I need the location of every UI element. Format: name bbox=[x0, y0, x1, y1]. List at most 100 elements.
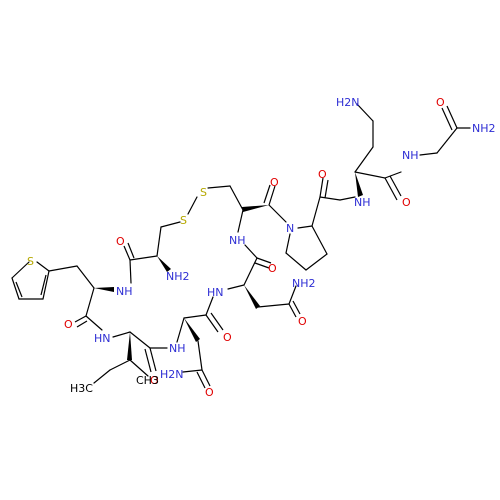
atom-label-nh: NH bbox=[169, 342, 186, 355]
bond bbox=[436, 127, 458, 154]
bond bbox=[156, 226, 162, 257]
bond bbox=[129, 259, 132, 284]
bond bbox=[297, 225, 313, 229]
bond bbox=[85, 315, 103, 331]
bond bbox=[319, 196, 341, 201]
bond bbox=[237, 209, 244, 233]
atom-label-o: O bbox=[116, 235, 125, 248]
bonds bbox=[11, 103, 471, 389]
bond bbox=[197, 340, 203, 371]
wedge-bond bbox=[157, 256, 171, 272]
atom-label-nh: NH bbox=[229, 234, 246, 247]
wedge-bond bbox=[127, 332, 132, 360]
wedge-bond bbox=[244, 285, 260, 309]
bond bbox=[76, 265, 95, 289]
bond bbox=[384, 177, 398, 201]
bond bbox=[356, 103, 374, 122]
bond bbox=[11, 277, 20, 300]
bond bbox=[354, 171, 386, 179]
bond bbox=[196, 371, 206, 389]
bond bbox=[243, 257, 258, 286]
atom-label-o: O bbox=[270, 176, 279, 189]
atom-label-nh2: H2N bbox=[336, 96, 360, 109]
bond bbox=[288, 285, 297, 305]
bond bbox=[187, 196, 198, 215]
atom-label-nh: NH bbox=[354, 196, 371, 209]
bond bbox=[268, 185, 276, 206]
bond bbox=[389, 175, 402, 197]
bond bbox=[48, 265, 78, 272]
bond bbox=[324, 179, 329, 199]
bond bbox=[256, 257, 272, 264]
bond bbox=[112, 331, 131, 338]
bond bbox=[76, 320, 88, 328]
bond bbox=[36, 261, 50, 272]
bond bbox=[127, 242, 135, 259]
atom-label-ch3: H3C bbox=[70, 382, 93, 395]
atom-label-o: O bbox=[223, 331, 232, 344]
bond bbox=[254, 262, 270, 269]
bond bbox=[93, 369, 111, 384]
bond bbox=[311, 196, 321, 227]
atom-label-o: O bbox=[436, 96, 445, 109]
bond bbox=[339, 196, 356, 201]
bond bbox=[109, 359, 131, 371]
bond bbox=[305, 253, 328, 271]
wedge-bond bbox=[242, 205, 269, 212]
atom-label-s: S bbox=[27, 255, 34, 268]
bond bbox=[244, 244, 258, 259]
bond bbox=[210, 312, 224, 331]
bond bbox=[205, 296, 214, 316]
wedge-bond bbox=[184, 318, 200, 342]
bond bbox=[288, 303, 297, 318]
atom-label-s: S bbox=[180, 214, 187, 227]
bond bbox=[441, 107, 453, 131]
bond bbox=[227, 284, 245, 290]
bond bbox=[15, 281, 23, 298]
bond bbox=[11, 261, 30, 279]
bond bbox=[149, 347, 157, 372]
atom-label-o: O bbox=[268, 262, 277, 275]
bond bbox=[182, 369, 203, 373]
bond bbox=[311, 225, 328, 255]
atom-labels: H2N NH2 O NH O NH O N O S S NH O NH2 O H… bbox=[27, 96, 496, 399]
bond bbox=[285, 252, 307, 271]
wedge-bond bbox=[355, 172, 363, 197]
bond bbox=[160, 221, 181, 228]
atom-label-s: S bbox=[200, 186, 207, 199]
bond bbox=[263, 184, 271, 204]
atom-label-nh2: NH2 bbox=[166, 270, 190, 283]
bond bbox=[129, 359, 149, 377]
bond bbox=[40, 274, 47, 296]
atom-label-o: O bbox=[402, 196, 411, 209]
bond bbox=[129, 255, 158, 261]
atom-label-n: N bbox=[286, 222, 294, 235]
bond bbox=[176, 317, 185, 343]
bond bbox=[384, 171, 402, 179]
wedge-bond bbox=[94, 287, 114, 292]
atom-label-nh: NH bbox=[116, 285, 133, 298]
atom-label-nh2: NH2 bbox=[292, 277, 316, 290]
atom-label-o: O bbox=[205, 386, 214, 399]
bond bbox=[268, 204, 287, 223]
bond bbox=[292, 300, 301, 315]
atom-label-o: O bbox=[318, 168, 327, 181]
bond bbox=[257, 303, 290, 308]
bond bbox=[85, 287, 95, 317]
bond bbox=[74, 315, 87, 323]
bond bbox=[207, 185, 231, 189]
bond bbox=[201, 369, 211, 387]
bond bbox=[446, 105, 458, 129]
atom-label-nh: NH bbox=[402, 149, 419, 162]
bond bbox=[205, 314, 219, 333]
atom-label-o: O bbox=[150, 374, 159, 387]
atom-label-o: O bbox=[298, 315, 307, 328]
bond bbox=[42, 270, 50, 300]
atom-label-nh2: H2N bbox=[160, 368, 184, 381]
atom-label-hn: HN bbox=[94, 332, 111, 345]
atom-label-nh2: NH2 bbox=[472, 122, 496, 135]
bond bbox=[129, 331, 151, 349]
bond bbox=[319, 177, 324, 198]
